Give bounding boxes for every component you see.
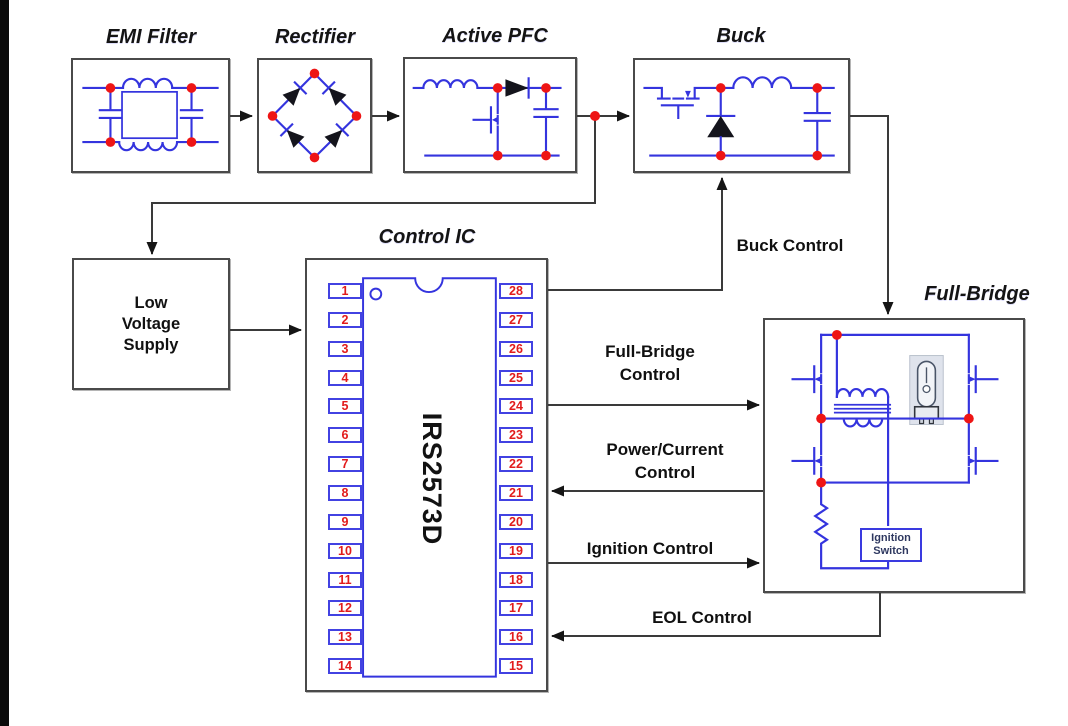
x-capacitor-left (98, 86, 123, 144)
junction-dots (105, 83, 197, 147)
ic-pin-5: 5 (328, 398, 362, 415)
buck-circuit (643, 76, 835, 161)
ic-pin-14: 14 (328, 658, 362, 675)
junction-dots (267, 68, 362, 163)
active-pfc-title: Active PFC (442, 25, 548, 47)
ic-pin-8: 8 (328, 484, 362, 501)
full-bridge-circuit (791, 329, 999, 570)
junction-dots (816, 329, 974, 488)
buck-title: Buck (716, 25, 766, 47)
lvs-label-line1: Low (134, 293, 168, 312)
ignition-switch-line2: Switch (873, 545, 909, 557)
full-bridge-title: Full-Bridge (924, 283, 1030, 305)
ic-pin-6: 6 (328, 427, 362, 444)
ignition-switch-line1: Ignition (871, 532, 911, 544)
ic-pin-4: 4 (328, 369, 362, 386)
ignition-control-label: Ignition Control (586, 539, 714, 558)
common-mode-choke (118, 77, 179, 152)
power-current-control-line2: Control (634, 463, 696, 482)
pfc-mosfet (472, 86, 499, 157)
full-bridge-control-line1: Full-Bridge (605, 342, 695, 361)
ic-pin-3: 3 (328, 340, 362, 357)
bus-junction-dot (590, 111, 600, 121)
power-current-control-line1: Power/Current (606, 440, 724, 459)
emi-filter-block (71, 58, 230, 173)
junction-dots (715, 83, 823, 161)
boost-diode (496, 77, 562, 99)
lvs-label-line2: Voltage (121, 314, 181, 333)
control-ic-title: Control IC (378, 226, 476, 248)
emi-filter-title: EMI Filter (105, 26, 196, 48)
ic-pin-23: 23 (499, 427, 533, 444)
emi-rails (82, 86, 219, 144)
x-capacitor-right (179, 86, 204, 144)
buck-block (633, 58, 850, 173)
output-capacitor (533, 86, 559, 157)
full-bridge-control-label: Full-Bridge Control (570, 340, 730, 386)
power-current-control-label: Power/Current Control (585, 438, 745, 484)
rectifier-block (257, 58, 372, 173)
ic-pin-10: 10 (328, 542, 362, 559)
ic-pin-1: 1 (328, 283, 362, 299)
ic-pin-11: 11 (328, 571, 362, 588)
ignition-switch-box: Ignition Switch (860, 528, 922, 562)
bridge-rails (820, 333, 970, 484)
mosfet-high-right (967, 333, 999, 420)
mosfet-high-left (791, 333, 823, 420)
bridge-diode-upper-right (321, 80, 347, 106)
emi-filter-circuit (82, 77, 219, 152)
ic-pin-27: 27 (499, 311, 533, 328)
ic-pin-17: 17 (499, 600, 533, 617)
bridge-diode-upper-left (282, 80, 308, 106)
eol-control-label: EOL Control (652, 608, 752, 627)
freewheel-diode (706, 86, 736, 157)
full-bridge-control-line2: Control (619, 365, 681, 384)
active-pfc-circuit (412, 77, 562, 161)
buck-mosfet (643, 86, 735, 119)
dip28-package (362, 277, 497, 678)
ic-pin-24: 24 (499, 398, 533, 415)
mosfet-low-left (791, 417, 823, 484)
ic-pin-9: 9 (328, 513, 362, 530)
ic-part-number: IRS2573D (417, 412, 447, 546)
rectifier-circuit (267, 68, 362, 163)
ic-pin-21: 21 (499, 484, 533, 501)
pin1-indicator-dot (369, 287, 383, 301)
active-pfc-block (403, 57, 577, 173)
ic-pins-right-column: 28 27 26 25 24 23 22 21 20 19 18 17 16 15 (499, 260, 533, 690)
junction-dots (492, 83, 551, 161)
ic-pin-19: 19 (499, 542, 533, 559)
ic-pin-16: 16 (499, 629, 533, 646)
lvs-label-line3: Supply (123, 335, 179, 354)
ic-body-outline (362, 277, 497, 678)
ic-pin-26: 26 (499, 340, 533, 357)
ic-pin-20: 20 (499, 513, 533, 530)
ic-pin-13: 13 (328, 629, 362, 646)
low-voltage-supply-block: Low Voltage Supply (72, 258, 230, 390)
rectifier-title: Rectifier (274, 26, 356, 48)
ic-pin-7: 7 (328, 456, 362, 473)
arrow-buck-control (548, 177, 728, 291)
full-bridge-block: Ignition Switch (763, 318, 1025, 593)
ic-pin-2: 2 (328, 311, 362, 328)
ic-pin-15: 15 (499, 658, 533, 675)
scan-edge-bar (0, 0, 9, 726)
mosfet-low-right (967, 417, 999, 484)
ignition-transformer (833, 333, 892, 527)
ic-pin-12: 12 (328, 600, 362, 617)
output-capacitor (803, 86, 831, 157)
ic-pin-28: 28 (499, 283, 533, 299)
bridge-edges (271, 72, 358, 159)
boost-inductor (412, 79, 499, 90)
ic-pin-22: 22 (499, 456, 533, 473)
hid-lamp (909, 355, 944, 425)
ic-pin-18: 18 (499, 571, 533, 588)
ic-pin-25: 25 (499, 369, 533, 386)
buck-control-label: Buck Control (736, 236, 844, 255)
